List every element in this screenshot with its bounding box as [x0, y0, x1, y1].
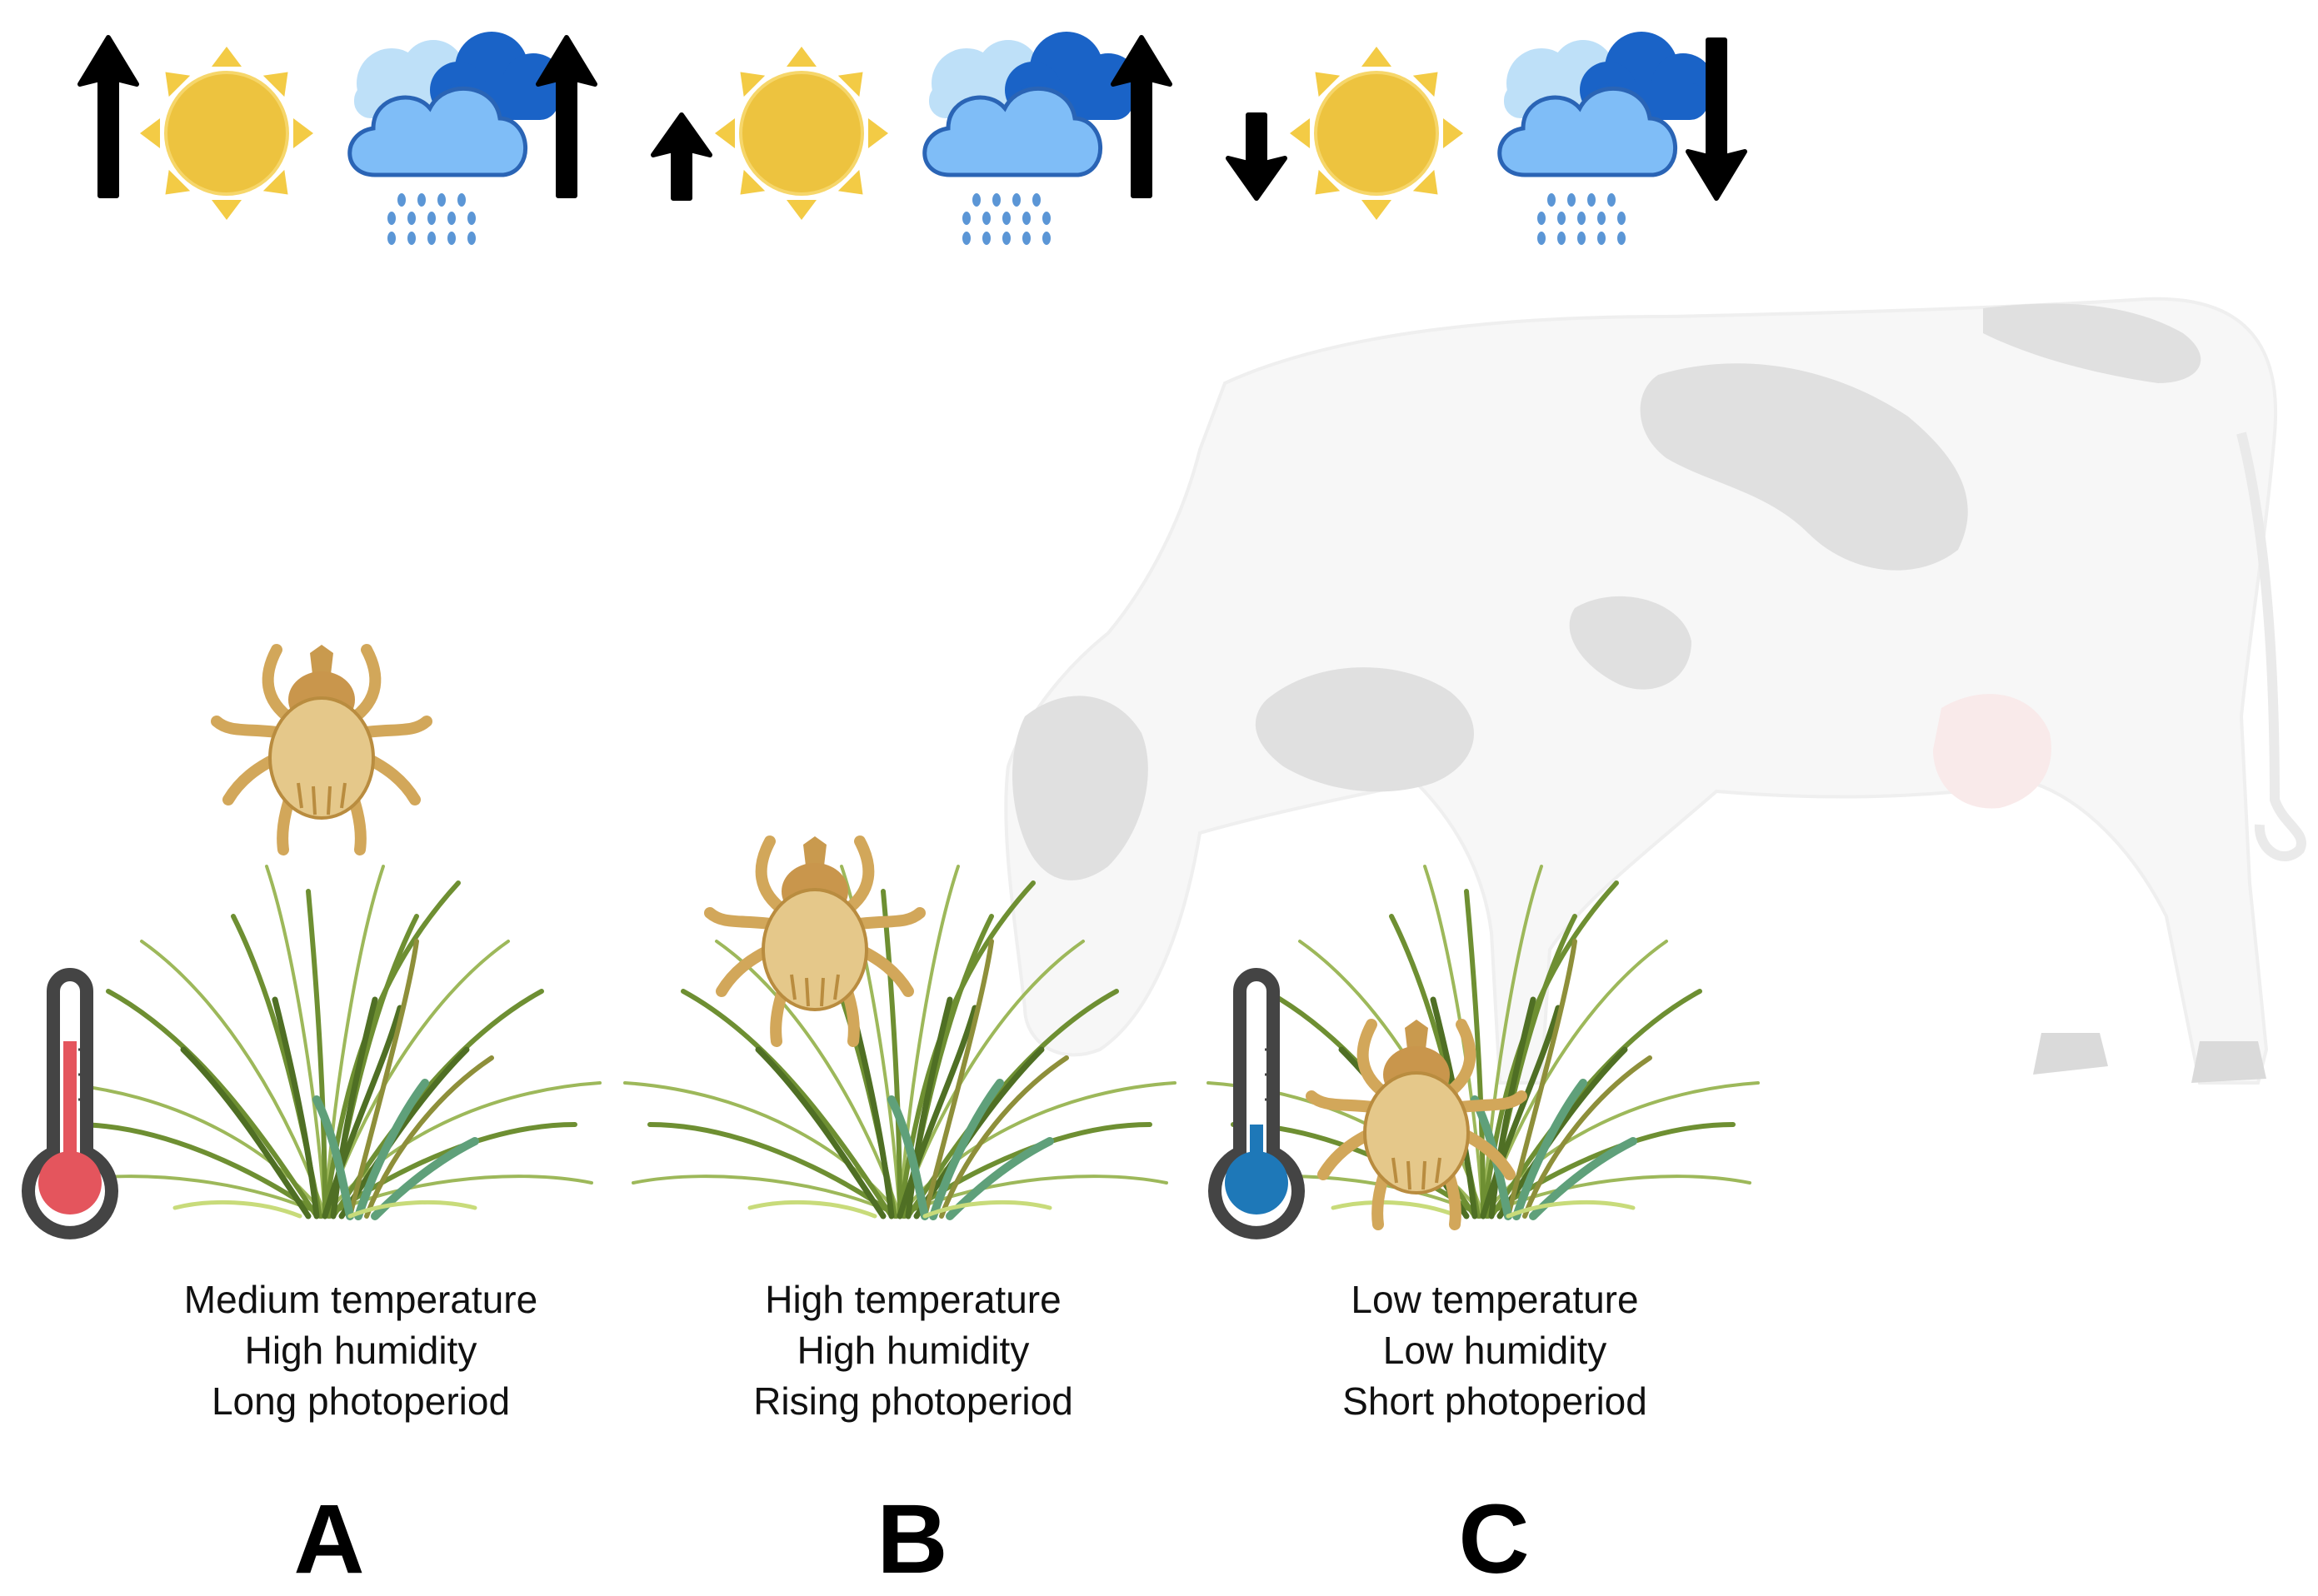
panel-label-c: C [1458, 1484, 1530, 1594]
rain-cloud-icon [925, 32, 1140, 245]
sun-icon [1288, 45, 1465, 222]
panel-label-b: B [877, 1484, 948, 1594]
condition-photoperiod: Rising photoperiod [753, 1379, 1073, 1423]
cow-icon [1004, 297, 2306, 1085]
condition-temperature: Low temperature [1351, 1278, 1639, 1321]
panel-b-conditions: High temperature High humidity Rising ph… [622, 1274, 1205, 1427]
condition-humidity: High humidity [244, 1329, 477, 1372]
condition-photoperiod: Long photoperiod [211, 1379, 511, 1423]
weather-row-b [653, 32, 1170, 245]
condition-temperature: Medium temperature [183, 1278, 538, 1321]
condition-humidity: High humidity [797, 1329, 1030, 1372]
rain-cloud-icon [350, 32, 565, 245]
temperature-up-arrow-icon [80, 37, 137, 196]
weather-row-c [1228, 32, 1745, 245]
condition-photoperiod: Short photoperiod [1342, 1379, 1647, 1423]
questing-tick-icon [217, 645, 427, 850]
thermometer-cold-icon [1215, 975, 1298, 1233]
condition-humidity: Low humidity [1382, 1329, 1607, 1372]
rain-cloud-icon [1500, 32, 1715, 245]
panel-a-conditions: Medium temperature High humidity Long ph… [69, 1274, 652, 1427]
temperature-down-small-arrow-icon [1228, 115, 1285, 198]
condition-temperature: High temperature [765, 1278, 1062, 1321]
temperature-up-small-arrow-icon [653, 115, 710, 198]
panel-label-a: A [293, 1484, 365, 1594]
sun-icon [713, 45, 890, 222]
sun-icon [138, 45, 315, 222]
weather-row-a [80, 32, 595, 245]
grass-tuft-icon-a [50, 866, 600, 1216]
thermometer-warm-icon [28, 975, 112, 1233]
panel-c-conditions: Low temperature Low humidity Short photo… [1203, 1274, 1786, 1427]
